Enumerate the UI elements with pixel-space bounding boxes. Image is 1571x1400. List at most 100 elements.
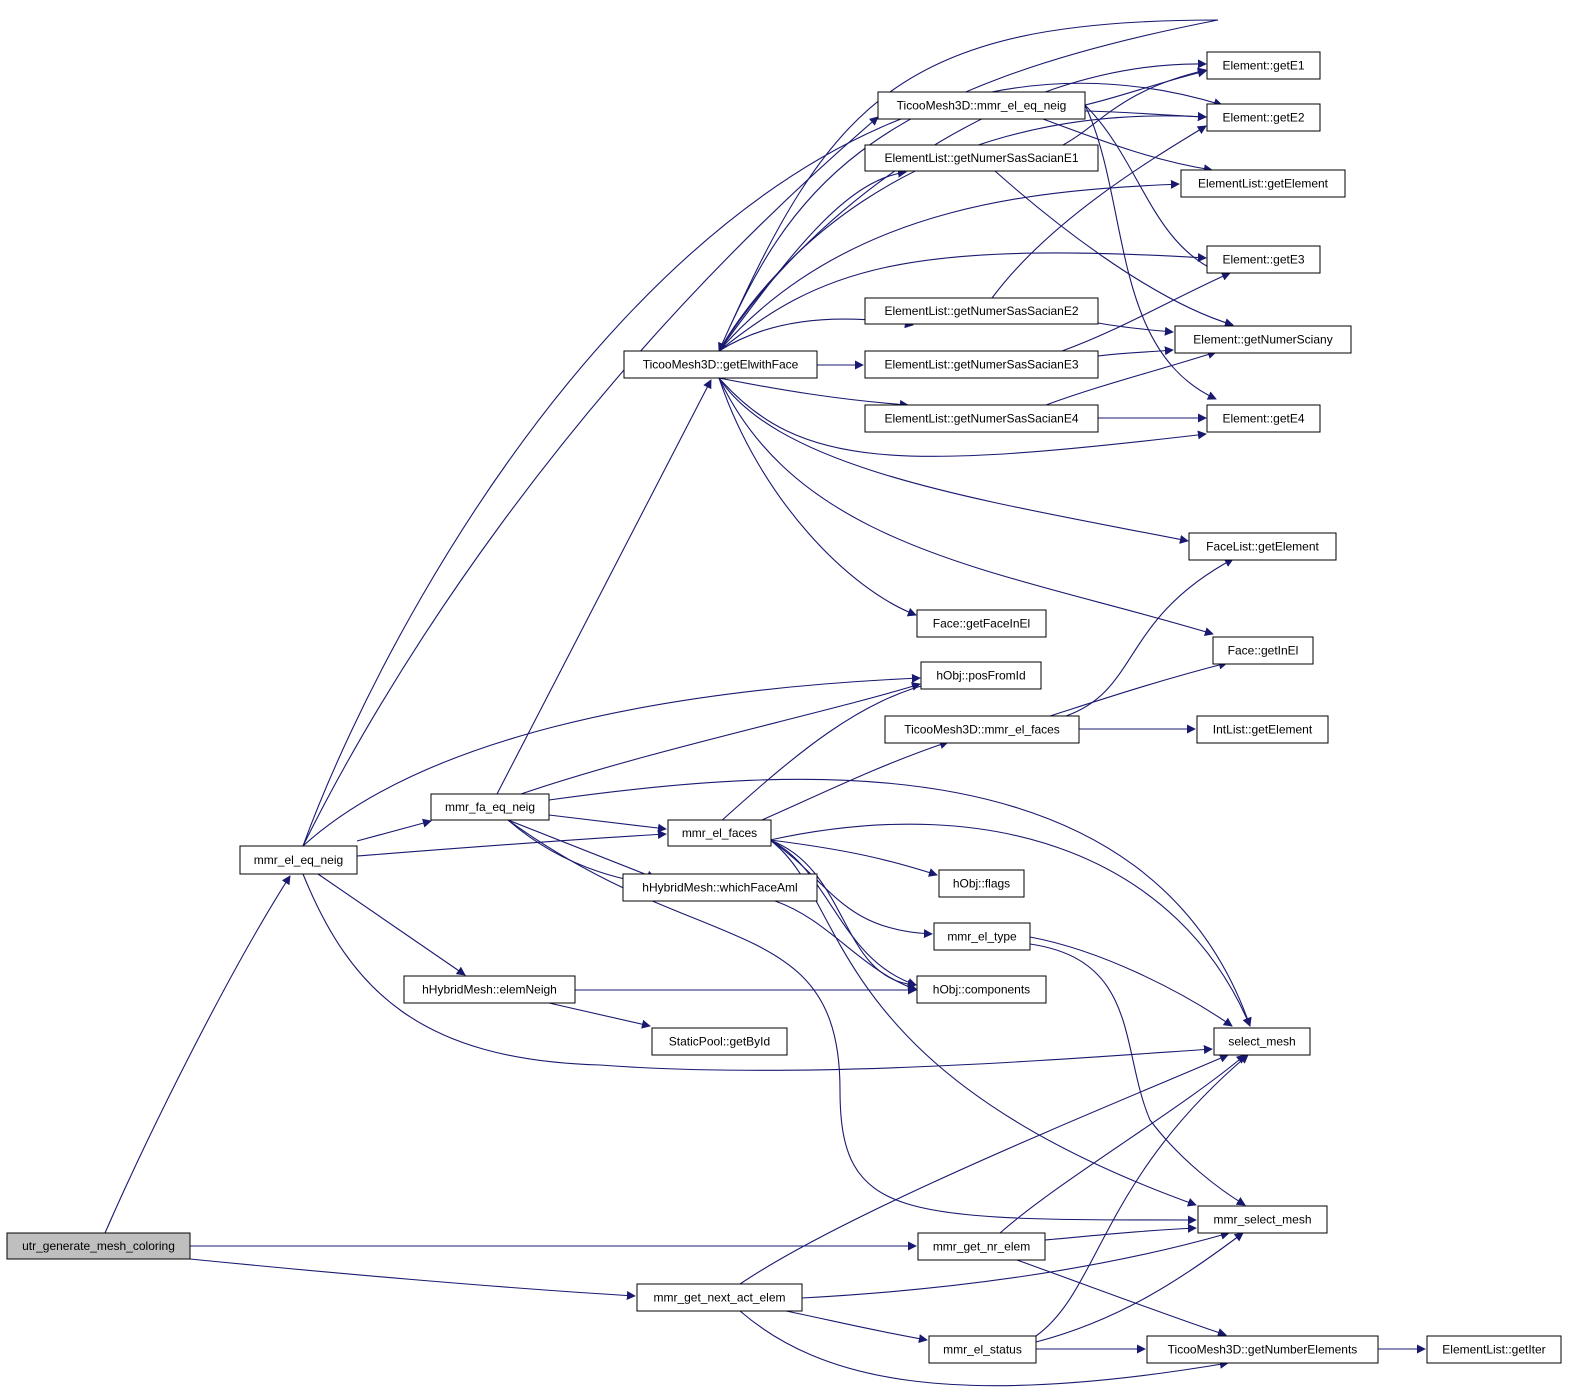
- node-box[interactable]: [1180, 169, 1346, 198]
- call-edge: [739, 1310, 1229, 1387]
- node-getE3[interactable]: Element::getE3: [1206, 245, 1321, 274]
- node-box[interactable]: [1206, 404, 1321, 433]
- node-eltype[interactable]: mmr_el_type: [933, 922, 1031, 951]
- node-box[interactable]: [1196, 715, 1329, 744]
- node-box[interactable]: [920, 661, 1042, 690]
- node-nr_elem[interactable]: mmr_get_nr_elem: [917, 1232, 1046, 1261]
- node-elList_getElement[interactable]: ElementList::getElement: [1180, 169, 1346, 198]
- node-box[interactable]: [636, 1283, 803, 1312]
- call-edge: [302, 873, 1213, 1071]
- call-edge: [769, 839, 1197, 1207]
- call-edge: [769, 839, 933, 939]
- node-getE1[interactable]: Element::getE1: [1206, 51, 1321, 80]
- node-box[interactable]: [864, 144, 1099, 172]
- node-box[interactable]: [1213, 1027, 1311, 1056]
- nodes-layer: utr_generate_mesh_coloring mmr_el_eq_neig…: [6, 51, 1562, 1364]
- node-tm_eqneig[interactable]: TicooMesh3D::mmr_el_eq_neig: [877, 91, 1086, 120]
- node-tm_elfaces[interactable]: TicooMesh3D::mmr_el_faces: [884, 715, 1080, 744]
- node-box[interactable]: [1212, 636, 1314, 665]
- call-edge: [1084, 68, 1207, 106]
- node-label: TicooMesh3D::mmr_el_faces: [904, 723, 1060, 737]
- node-box[interactable]: [1206, 245, 1321, 274]
- call-edge: [769, 839, 917, 987]
- node-getNumberElements[interactable]: TicooMesh3D::getNumberElements: [1146, 1335, 1379, 1364]
- node-sas4[interactable]: ElementList::getNumerSasSacianE4: [864, 404, 1099, 433]
- node-elstatus[interactable]: mmr_el_status: [928, 1335, 1037, 1364]
- call-edge: [1062, 67, 1207, 146]
- call-edge: [769, 823, 1251, 1027]
- node-label: StaticPool::getById: [669, 1035, 770, 1049]
- node-label: mmr_select_mesh: [1213, 1213, 1311, 1227]
- node-box[interactable]: [933, 922, 1031, 951]
- node-box[interactable]: [6, 1232, 191, 1260]
- node-getE4[interactable]: Element::getE4: [1206, 404, 1321, 433]
- node-box[interactable]: [864, 297, 1099, 325]
- node-sas1[interactable]: ElementList::getNumerSasSacianE1: [864, 144, 1099, 172]
- node-box[interactable]: [622, 873, 818, 902]
- node-getFaceInEl[interactable]: Face::getFaceInEl: [916, 609, 1047, 638]
- node-box[interactable]: [1197, 1205, 1328, 1234]
- node-box[interactable]: [884, 715, 1080, 744]
- node-eqneig[interactable]: mmr_el_eq_neig: [239, 845, 358, 875]
- node-label: ElementList::getElement: [1198, 177, 1329, 191]
- node-getE2[interactable]: Element::getE2: [1206, 103, 1321, 132]
- call-edge: [774, 900, 918, 992]
- call-edge: [718, 179, 1180, 352]
- node-getById[interactable]: StaticPool::getById: [651, 1027, 788, 1056]
- node-label: mmr_el_type: [947, 930, 1017, 944]
- call-edge: [520, 682, 921, 795]
- node-next_act[interactable]: mmr_get_next_act_elem: [636, 1283, 803, 1312]
- node-box[interactable]: [667, 819, 772, 847]
- node-box[interactable]: [1206, 51, 1321, 80]
- node-box[interactable]: [239, 845, 358, 875]
- node-box[interactable]: [917, 1232, 1046, 1261]
- node-flags[interactable]: hObj::flags: [938, 869, 1025, 898]
- call-edge: [189, 1258, 636, 1301]
- node-elemNeigh[interactable]: hHybridMesh::elemNeigh: [403, 975, 576, 1004]
- node-box[interactable]: [623, 350, 818, 379]
- node-box[interactable]: [1426, 1335, 1562, 1364]
- node-faceList_getElement[interactable]: FaceList::getElement: [1188, 532, 1337, 561]
- node-label: Element::getE3: [1222, 253, 1304, 267]
- node-box[interactable]: [916, 975, 1047, 1004]
- node-elfaces[interactable]: mmr_el_faces: [667, 819, 772, 847]
- call-edge: [1084, 104, 1217, 400]
- node-mmr_select_mesh[interactable]: mmr_select_mesh: [1197, 1205, 1328, 1234]
- call-edge: [718, 19, 1219, 352]
- node-label: ElementList::getIter: [1442, 1343, 1545, 1357]
- node-posFromId[interactable]: hObj::posFromId: [920, 661, 1042, 690]
- call-edge: [302, 673, 921, 847]
- node-sas3[interactable]: ElementList::getNumerSasSacianE3: [864, 350, 1099, 379]
- node-whichFaceAml[interactable]: hHybridMesh::whichFaceAml: [622, 873, 818, 902]
- node-box[interactable]: [938, 869, 1025, 898]
- node-utr[interactable]: utr_generate_mesh_coloring: [6, 1232, 191, 1260]
- node-box[interactable]: [916, 609, 1047, 638]
- node-faeqneig[interactable]: mmr_fa_eq_neig: [430, 793, 550, 821]
- call-edge: [1084, 110, 1207, 122]
- node-box[interactable]: [1206, 103, 1321, 132]
- node-box[interactable]: [877, 91, 1086, 120]
- node-label: hObj::flags: [953, 877, 1010, 891]
- node-select_mesh[interactable]: select_mesh: [1213, 1027, 1311, 1056]
- node-intList_getElement[interactable]: IntList::getElement: [1196, 715, 1329, 744]
- node-components[interactable]: hObj::components: [916, 975, 1047, 1004]
- node-getIter[interactable]: ElementList::getIter: [1426, 1335, 1562, 1364]
- node-box[interactable]: [928, 1335, 1037, 1364]
- node-box[interactable]: [403, 975, 576, 1004]
- node-sas2[interactable]: ElementList::getNumerSasSacianE2: [864, 297, 1099, 325]
- node-label: TicooMesh3D::getElwithFace: [643, 358, 799, 372]
- node-box[interactable]: [1188, 532, 1337, 561]
- call-edge: [1097, 346, 1174, 357]
- node-box[interactable]: [864, 404, 1099, 433]
- node-box[interactable]: [1174, 325, 1352, 354]
- node-box[interactable]: [864, 350, 1099, 379]
- node-label: hHybridMesh::elemNeigh: [422, 983, 557, 997]
- node-getElwithFace[interactable]: TicooMesh3D::getElwithFace: [623, 350, 818, 379]
- node-getNumerSciany[interactable]: Element::getNumerSciany: [1174, 325, 1352, 354]
- node-box[interactable]: [651, 1027, 788, 1056]
- call-edge: [104, 875, 291, 1234]
- node-label: Element::getE2: [1222, 111, 1304, 125]
- node-getInEl[interactable]: Face::getInEl: [1212, 636, 1314, 665]
- node-box[interactable]: [430, 793, 550, 821]
- node-box[interactable]: [1146, 1335, 1379, 1364]
